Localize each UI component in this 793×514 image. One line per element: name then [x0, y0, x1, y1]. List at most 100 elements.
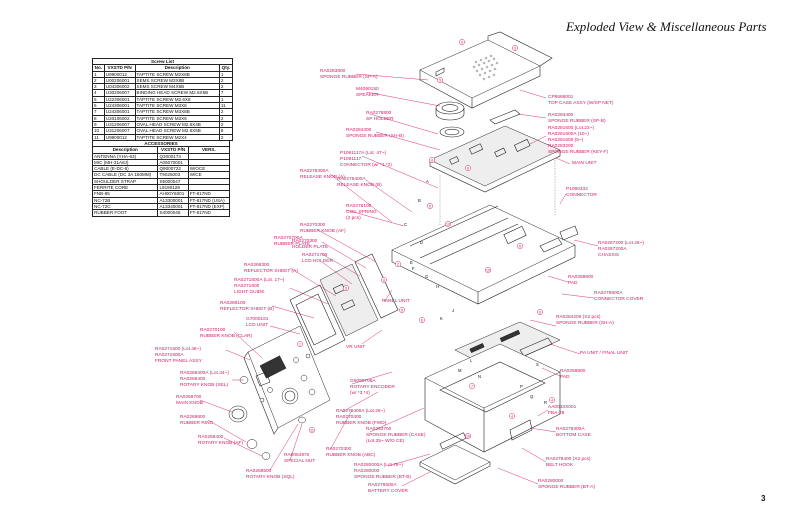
svg-text:SPONGE RUBBER (SP-B): SPONGE RUBBER (SP-B) [548, 118, 606, 124]
svg-text:RA0270400: RA0270400 [336, 414, 362, 420]
svg-text:F: F [412, 266, 415, 271]
svg-text:8: 8 [401, 308, 403, 312]
svg-text:RA0268400: RA0268400 [180, 376, 206, 382]
svg-text:(2 pcs): (2 pcs) [346, 215, 361, 221]
label-coil-spring: RA0276100 [346, 203, 372, 209]
col-version: VERS. [187, 146, 231, 154]
svg-text:10: 10 [446, 222, 450, 226]
svg-text:FBA-28: FBA-28 [548, 410, 565, 416]
svg-text:RUBBER KNOB (ABC): RUBBER KNOB (ABC) [326, 452, 376, 458]
reference-letters: AB CD EF GH JK LM NP QR S [404, 179, 547, 405]
label-speaker: M4090150 [356, 86, 379, 92]
label-belt-hook: RA0279400 (X2 pcs) [546, 456, 591, 462]
label-rotary-knob-sel: RA0268400A (Lot.34~) [180, 370, 229, 376]
svg-text:9: 9 [461, 40, 463, 44]
svg-text:E: E [410, 260, 413, 265]
label-sponge-rubber-spa: RA0283800 [320, 68, 346, 74]
label-sponge-rubber-sha: RA0284200 (X2 pcs) [556, 314, 601, 320]
svg-text:COIL SPRING: COIL SPRING [346, 209, 377, 215]
screw-callouts: 9 3 5 8 8 6 10 6 10 6 2 8 6 8 6 7 10 4 4… [297, 39, 555, 439]
svg-text:2: 2 [397, 262, 399, 266]
label-sponge-rubber-btb: RA0280000A (Lot.78~) [354, 462, 403, 468]
svg-text:1: 1 [299, 342, 301, 346]
svg-text:S: S [536, 362, 539, 367]
chassis-drawing [391, 204, 579, 305]
svg-text:ROTARY KNOB (SEL): ROTARY KNOB (SEL) [180, 382, 228, 388]
svg-text:BATTERY COVER: BATTERY COVER [368, 488, 409, 494]
svg-text:(Lot.25~ W/O CE): (Lot.25~ W/O CE) [366, 438, 405, 444]
svg-text:RA0280000: RA0280000 [354, 468, 380, 474]
label-rubber-knob-clar: RA0270100 [200, 327, 226, 333]
svg-text:8: 8 [383, 278, 385, 282]
label-rotary-knob-af: RA0268400 [198, 434, 224, 440]
label-pad-upper: RA0259800 [568, 274, 594, 280]
table-row: ANTENNA (YHA-63)Q3000174 [91, 152, 231, 160]
svg-text:M: M [458, 368, 462, 373]
svg-text:SPONGE RUBBER (BT-A): SPONGE RUBBER (BT-A) [538, 484, 595, 490]
label-release-knob-b: RA0275400A [337, 176, 366, 182]
bottom-case-drawing [424, 343, 561, 453]
label-sponge-rubber-bta: RA0280000 [538, 478, 564, 484]
svg-text:RUBBER RING: RUBBER RING [180, 420, 214, 426]
svg-text:RUBBER PLATE: RUBBER PLATE [274, 241, 310, 247]
label-sp-holder: RA0278800 [366, 110, 392, 116]
label-chassis: RA0267200 (Lot.26~) [598, 240, 644, 246]
svg-text:REFLECTOR SHEET (B): REFLECTOR SHEET (B) [220, 306, 274, 312]
svg-text:CHASSIS: CHASSIS [598, 252, 619, 258]
svg-text:PAD: PAD [560, 374, 570, 380]
svg-text:3: 3 [514, 46, 516, 50]
part-labels-left: RA0283800 SPONGE RUBBER (SP-A) M4090150 … [155, 68, 426, 494]
label-fba-28: AA0033X001 [548, 404, 577, 410]
svg-text:RA0281600 (5~): RA0281600 (5~) [548, 137, 584, 143]
label-light-guide: RA0271600A (Lot. 17~) [234, 277, 285, 283]
svg-text:SPONGE RUBBER (SP-A): SPONGE RUBBER (SP-A) [320, 74, 378, 80]
svg-text:H: H [436, 284, 439, 289]
svg-text:C: C [404, 222, 407, 227]
speaker-drawing [435, 101, 521, 138]
svg-text:RA0271600: RA0271600 [234, 283, 260, 289]
svg-text:SPEAKER: SPEAKER [356, 92, 379, 98]
label-sponge-rubber-keyf: RA0281600 (Lot.22~) [548, 125, 594, 131]
svg-text:LIGHT GUIDE: LIGHT GUIDE [234, 289, 265, 295]
svg-text:BOTTOM CASE: BOTTOM CASE [556, 432, 591, 438]
svg-text:RA0283200: RA0283200 [548, 143, 574, 149]
label-top-case-assy: CP8686001 [548, 94, 574, 100]
accessories-table: ACCESSORIES Description VXSTD P/N VERS. … [91, 139, 231, 217]
page-title: Exploded View & Miscellaneous Parts [566, 19, 767, 34]
svg-text:RA0271500A: RA0271500A [155, 352, 184, 358]
svg-text:(w/ *3,*4): (w/ *3,*4) [350, 390, 370, 396]
svg-text:6: 6 [429, 204, 431, 208]
label-reflector-sheet-a: RA0266300 [244, 262, 270, 268]
label-lcd-unit: G7000181 [246, 316, 269, 322]
svg-text:6: 6 [519, 244, 521, 248]
svg-text:R: R [544, 400, 547, 405]
svg-text:HOLDER PLATE: HOLDER PLATE [292, 244, 328, 250]
svg-text:11: 11 [310, 428, 314, 432]
label-connector-cover: RA0278800A [594, 290, 623, 296]
svg-text:CONNECTOR COVER: CONNECTOR COVER [594, 296, 644, 302]
label-release-knob-a: RA0278300A [300, 168, 329, 174]
accessories-caption: ACCESSORIES [92, 139, 230, 148]
svg-text:RUBBER KNOB (CLAR): RUBBER KNOB (CLAR) [200, 333, 253, 339]
svg-text:SPECIAL NUT: SPECIAL NUT [284, 458, 315, 464]
label-reflector-sheet-b: RA0268100 [220, 300, 246, 306]
svg-text:6: 6 [539, 310, 541, 314]
screw-list-caption: Screw List [92, 57, 233, 66]
label-pa-unit: PA UNIT / FINAL UNIT [580, 350, 628, 356]
part-labels-right: CP8686001 TOP CASE ASSY (W/SP NET) RA028… [538, 94, 644, 490]
svg-text:8: 8 [431, 158, 433, 162]
label-connector: P1091117A (Lot. 47~) [340, 150, 386, 156]
svg-text:4: 4 [511, 414, 513, 418]
svg-text:RA0267200A: RA0267200A [598, 246, 627, 252]
